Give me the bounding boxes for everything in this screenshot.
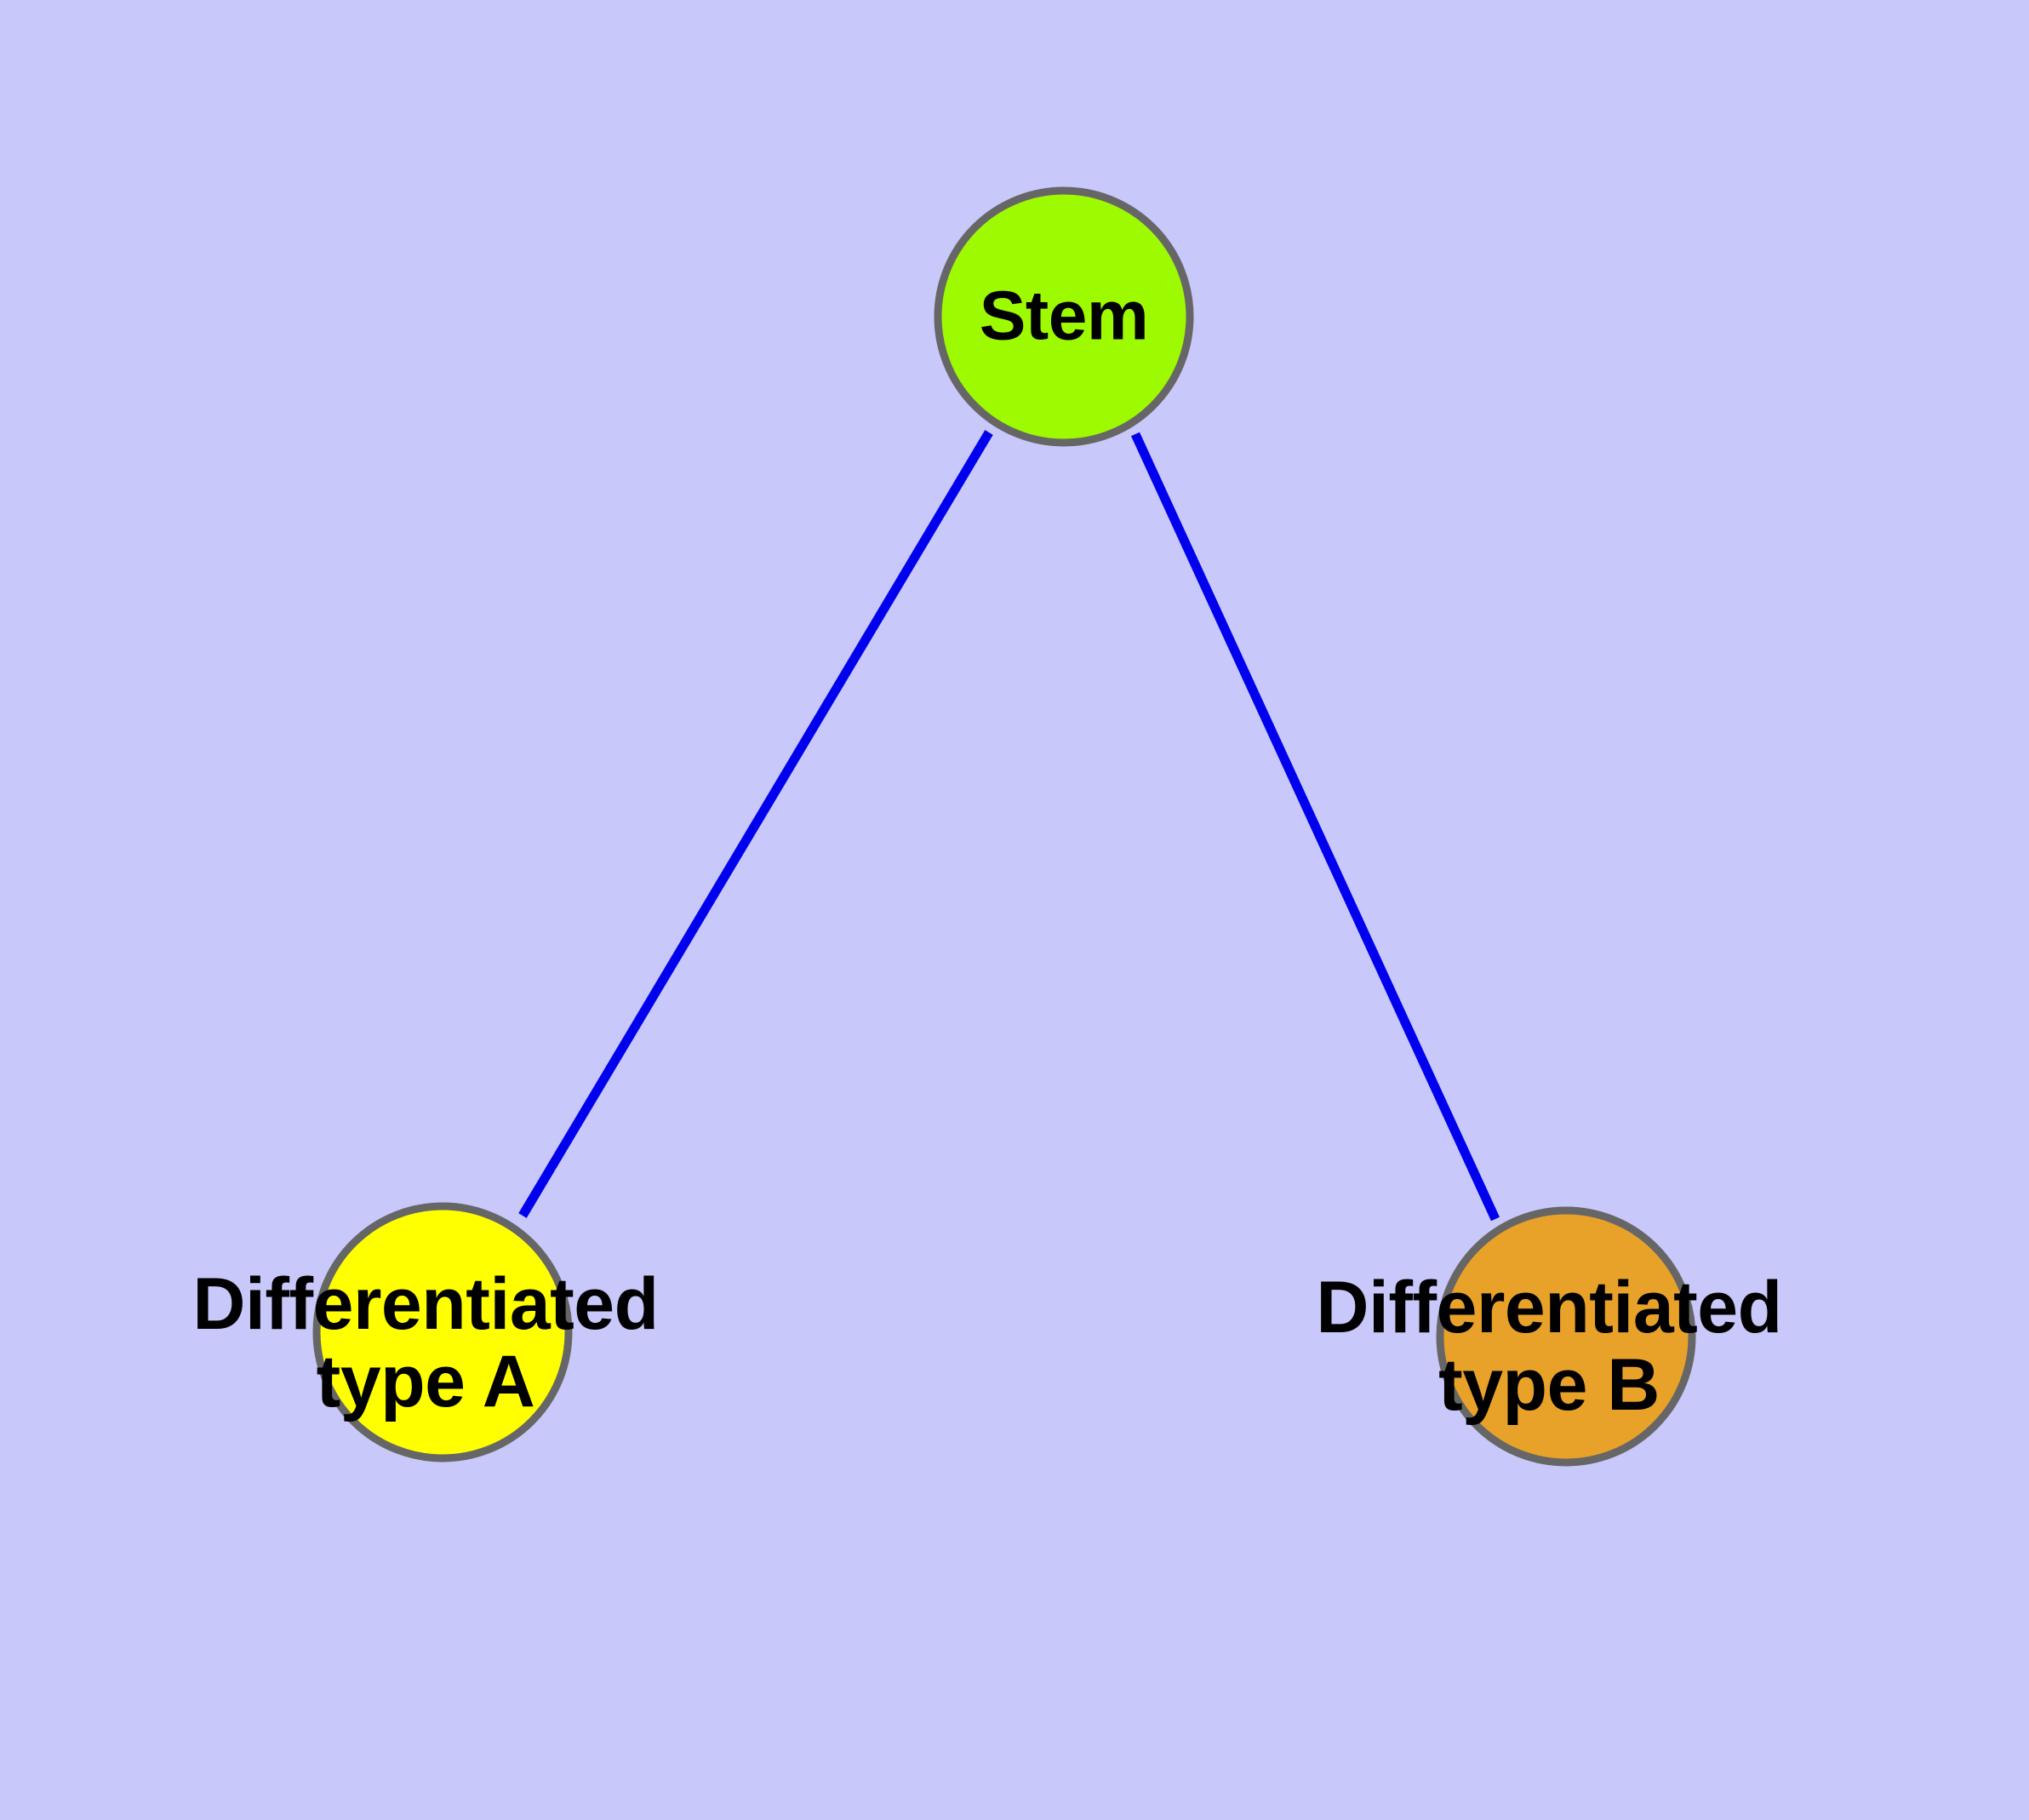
edge-layer — [518, 430, 1500, 1222]
node-layer — [312, 186, 1696, 1467]
edge-stem-to-diff-a[interactable] — [518, 430, 993, 1218]
node-differentiated-type-a[interactable] — [312, 1202, 573, 1462]
node-differentiated-type-b[interactable] — [1436, 1206, 1696, 1467]
edge-stem-to-diff-b[interactable] — [1131, 432, 1500, 1222]
node-stem[interactable] — [934, 186, 1194, 447]
